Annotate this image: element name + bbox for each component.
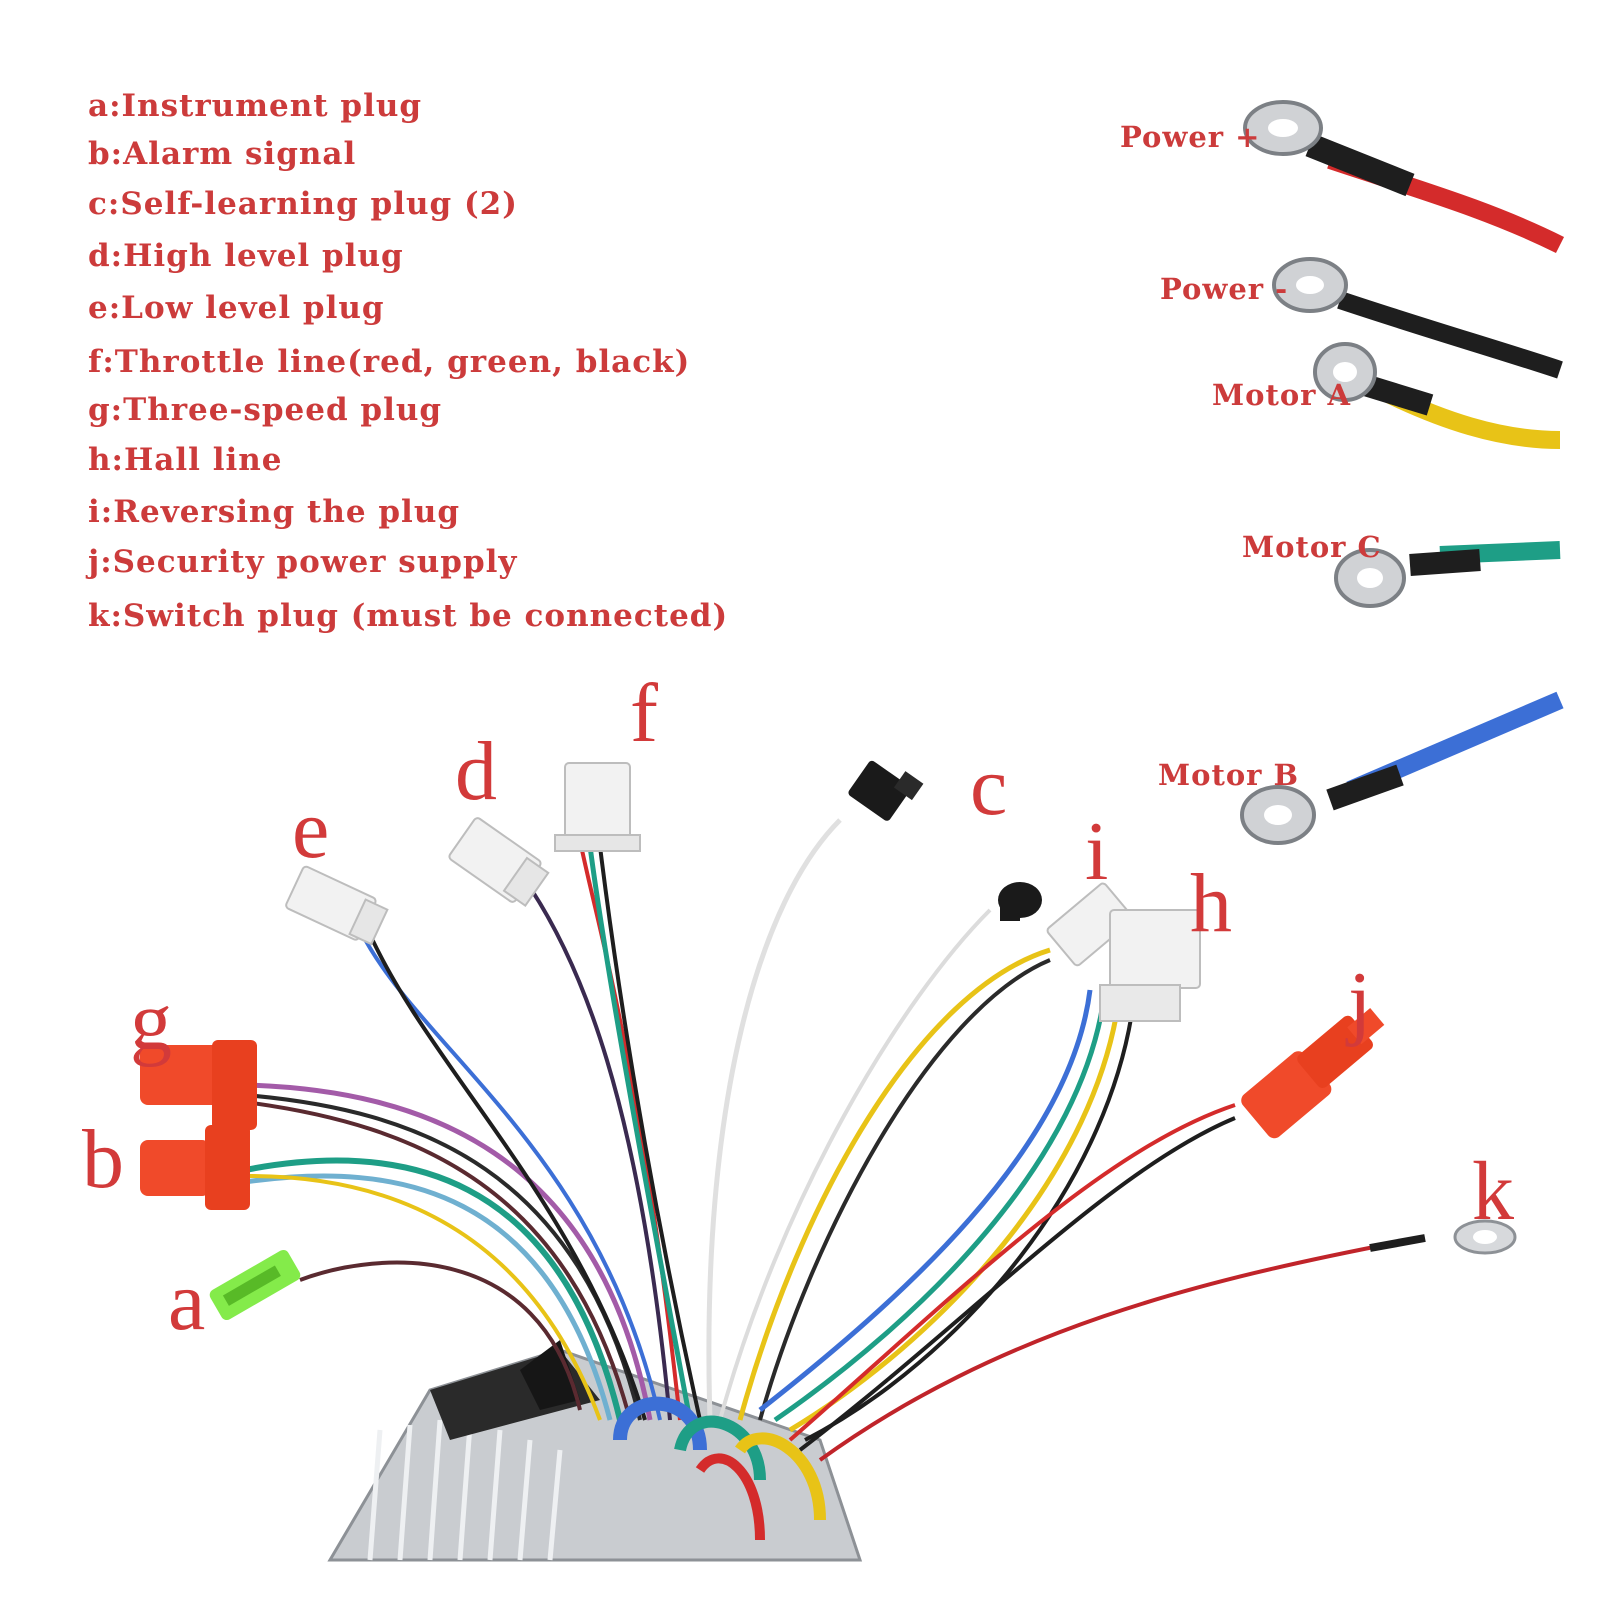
legend-item-h: h:Hall line xyxy=(88,442,283,478)
legend-item-e: e:Low level plug xyxy=(88,290,385,326)
cable-motor-b xyxy=(1240,691,1564,845)
legend-item-d: d:High level plug xyxy=(88,238,404,274)
wire-b-1 xyxy=(244,1157,623,1421)
wire-d xyxy=(523,878,672,1421)
wire-j-1 xyxy=(788,1103,1236,1442)
connector-a xyxy=(209,1249,301,1321)
wire-c-2 xyxy=(718,908,992,1421)
pin-letter-g: g xyxy=(130,975,172,1068)
pin-letter-a: a xyxy=(168,1255,206,1348)
wire-h-blue xyxy=(758,989,1093,1412)
pin-letter-d: d xyxy=(455,725,497,818)
wire-g-1 xyxy=(244,1082,653,1421)
cable-motor-c xyxy=(1334,541,1561,608)
wire-k xyxy=(818,1238,1411,1462)
legend-item-i: i:Reversing the plug xyxy=(88,494,461,530)
connector-e xyxy=(285,865,389,946)
connector-b xyxy=(140,1125,250,1210)
cable-power-positive xyxy=(1243,100,1565,254)
connector-c-2 xyxy=(998,882,1042,921)
connector-c-1 xyxy=(848,760,924,821)
legend-item-f: f:Throttle line(red, green, black) xyxy=(88,344,691,380)
legend-item-g: g:Three-speed plug xyxy=(88,392,443,428)
wire-c-1 xyxy=(706,818,842,1421)
legend-item-j: j:Security power supply xyxy=(88,544,518,580)
connector-d xyxy=(448,817,550,908)
legend-item-k: k:Switch plug (must be connected) xyxy=(88,598,729,634)
wire-i-1 xyxy=(737,947,1051,1421)
wire-j-2 xyxy=(798,1116,1236,1452)
connector-g xyxy=(140,1040,257,1130)
ring-terminal-k xyxy=(1453,1219,1517,1255)
pin-letter-e: e xyxy=(292,783,330,876)
label-power-positive: Power + xyxy=(1120,120,1261,154)
wire-f-green xyxy=(585,829,693,1421)
connector-j xyxy=(1241,1008,1385,1139)
legend-item-c: c:Self-learning plug (2) xyxy=(88,186,518,222)
label-motor-c: Motor C xyxy=(1242,530,1382,564)
wire-g-3 xyxy=(244,1100,632,1421)
cable-power-negative xyxy=(1272,257,1563,379)
wire-h-green xyxy=(773,989,1108,1423)
pin-letter-c: c xyxy=(970,740,1008,833)
label-power-negative: Power - xyxy=(1160,272,1289,306)
pin-letter-b: b xyxy=(82,1113,124,1206)
cable-motor-a xyxy=(1313,342,1561,449)
pin-letter-i: i xyxy=(1085,805,1109,898)
legend-item-a: a:Instrument plug xyxy=(88,88,423,124)
label-motor-b: Motor B xyxy=(1158,758,1300,792)
wire-h-black xyxy=(804,989,1137,1442)
legend-item-b: b:Alarm signal xyxy=(88,136,357,172)
connector-f xyxy=(554,762,641,852)
wire-e-2 xyxy=(366,929,647,1421)
pin-letter-f: f xyxy=(630,667,658,760)
wire-h-yellow xyxy=(788,989,1123,1433)
wire-i-2 xyxy=(758,958,1051,1421)
pin-letter-k: k xyxy=(1472,1145,1514,1238)
pin-letter-h: h xyxy=(1190,857,1232,950)
controller-housing xyxy=(327,1340,863,1562)
connector-i xyxy=(1046,882,1134,967)
wire-a xyxy=(299,1260,582,1411)
wire-b-3 xyxy=(244,1173,602,1421)
label-motor-a: Motor A xyxy=(1212,378,1352,412)
connector-h xyxy=(1099,909,1201,1022)
pin-letter-j: j xyxy=(1348,955,1372,1048)
wire-f-black xyxy=(596,829,702,1421)
wire-b-2 xyxy=(244,1173,613,1421)
wire-k-sleeve xyxy=(1369,1234,1426,1252)
